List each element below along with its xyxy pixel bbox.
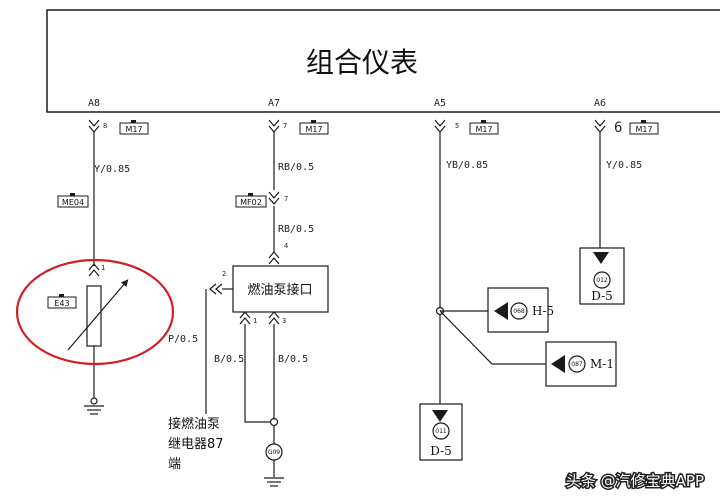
- pin-chevrons: [88, 119, 606, 133]
- ref-arrow-m1: [551, 355, 565, 373]
- wire-a8-label: Y/0.85: [94, 164, 130, 175]
- me04-tag: ME04: [57, 193, 89, 208]
- m17-tag-a6: M17: [629, 120, 659, 135]
- ref-circle-d5-high: [593, 271, 611, 289]
- relay-note-line3: 端: [168, 457, 181, 472]
- pump-pin2-number: 2: [222, 270, 226, 278]
- m17-tag-a5: M17: [469, 120, 499, 135]
- m17-tag-a8: M17: [119, 120, 149, 135]
- ref-number-h5: 068: [513, 308, 525, 315]
- splice-node-g09: [269, 417, 279, 427]
- pin-a7-label: A7: [268, 98, 280, 109]
- ref-number-m1: 087: [571, 361, 583, 368]
- mf02-chevron: [268, 191, 280, 205]
- g09-ground-label: G09: [268, 449, 280, 456]
- ground-symbol-left: [84, 397, 104, 415]
- module-title: 组合仪表: [306, 46, 418, 79]
- ref-arrow-d5-high: [593, 252, 609, 264]
- svg-text:M17: M17: [635, 125, 652, 134]
- ref-number-d5-high: 012: [596, 277, 608, 284]
- pin-a5-number: 5: [455, 122, 459, 130]
- pin-a5-label: A5: [434, 98, 446, 109]
- ground-symbol-mid: [264, 460, 284, 487]
- wire-a7-label-2: RB/0.5: [278, 224, 314, 235]
- wire-pin2-label: P/0.5: [168, 334, 198, 345]
- ref-label-d5-low: D-5: [430, 444, 452, 458]
- svg-text:M17: M17: [475, 125, 492, 134]
- ref-circle-h5: [510, 302, 528, 320]
- ref-label-m1: M-1: [590, 357, 614, 371]
- ref-label-h5: H-5: [532, 304, 554, 318]
- pin-a8-label: A8: [88, 98, 100, 109]
- sensor-resistor: [86, 285, 102, 347]
- fuel-pump-connector-label: 燃油泵接口: [247, 282, 312, 298]
- instrument-cluster-box: [46, 9, 720, 113]
- ref-arrow-h5: [494, 302, 508, 320]
- pin-a6-label: A6: [594, 98, 606, 109]
- sensor-variable-arrow: [67, 279, 129, 351]
- svg-text:MF02: MF02: [240, 198, 262, 207]
- ref-arrow-d5-low: [432, 410, 448, 422]
- pump-pin4-chevron: [268, 251, 280, 265]
- pump-pin3-number: 3: [282, 317, 286, 325]
- wire-pin3-label: B/0.5: [278, 354, 308, 365]
- svg-text:M17: M17: [305, 125, 322, 134]
- mf02-pin-number: 7: [284, 195, 288, 203]
- wire-a6-label: Y/0.85: [606, 160, 642, 171]
- svg-text:E43: E43: [54, 299, 69, 308]
- mf02-tag: MF02: [235, 193, 267, 208]
- e43-tag: E43: [47, 294, 77, 309]
- pump-pin1-number: 1: [253, 317, 257, 325]
- relay-note-line2: 继电器87: [168, 437, 224, 452]
- sensor-highlight-circle: [15, 258, 175, 366]
- pump-pin4-number: 4: [284, 242, 288, 250]
- pin-a8-number: 8: [103, 122, 107, 130]
- wire-pin2: [205, 288, 233, 414]
- pump-pin1-3-chevrons: [239, 311, 280, 325]
- ref-circle-m1: [568, 355, 586, 373]
- pin-a7-number: 7: [283, 122, 287, 130]
- relay-note-line1: 接燃油泵: [168, 416, 220, 432]
- wire-a7-label: RB/0.5: [278, 162, 314, 173]
- wire-pin1-label: B/0.5: [214, 354, 244, 365]
- pump-pin2-chevron: [209, 283, 223, 295]
- watermark: 头条 @汽修宝典APP: [566, 472, 704, 490]
- svg-text:ME04: ME04: [62, 198, 84, 207]
- ref-label-d5-high: D-5: [591, 289, 613, 303]
- wire-a5-label: YB/0.85: [446, 160, 488, 171]
- ref-number-d5-low: 011: [435, 428, 447, 435]
- m17-tag-a7: M17: [299, 120, 329, 135]
- svg-text:M17: M17: [125, 125, 142, 134]
- sensor-chevron: [88, 263, 100, 277]
- sensor-pin-number: 1: [101, 264, 105, 272]
- ref-circle-d5-low: [432, 422, 450, 440]
- pin-a6-number: 6: [614, 120, 622, 136]
- wire-pin1-pin3: [244, 324, 275, 444]
